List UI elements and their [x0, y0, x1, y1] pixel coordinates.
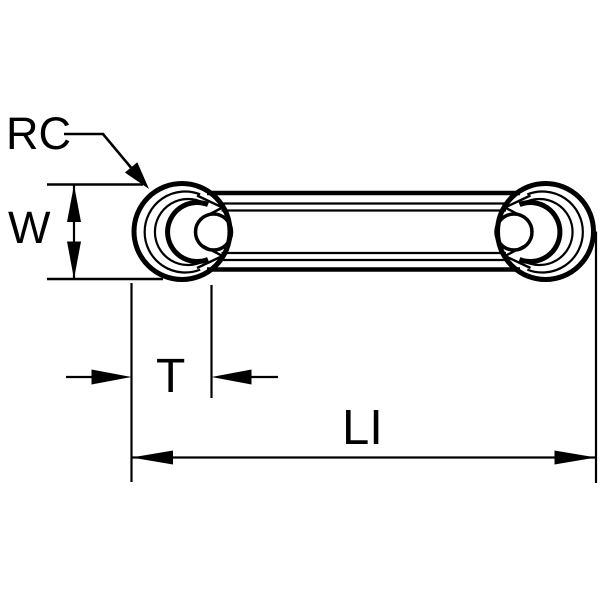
- w-arrowhead-up: [67, 185, 81, 222]
- rc-leader: RC: [6, 108, 149, 189]
- rc-leader-arrowhead: [124, 162, 149, 189]
- w-arrowhead-down: [67, 241, 81, 279]
- li-arrowhead-right: [554, 450, 596, 465]
- t-arrowhead-left: [91, 369, 132, 385]
- right-end: [496, 184, 594, 280]
- rc-leader-line: [64, 132, 134, 171]
- label-thickness: T: [156, 350, 185, 403]
- insert-body: [134, 184, 594, 280]
- label-corner-radius: RC: [6, 108, 71, 159]
- left-end: [134, 184, 232, 280]
- t-dimension: T: [66, 283, 278, 482]
- label-width: W: [8, 202, 51, 253]
- label-length: LI: [342, 401, 383, 455]
- t-arrowhead-right: [211, 369, 252, 385]
- w-dimension: W: [8, 183, 163, 281]
- li-dimension: LI: [131, 231, 598, 483]
- li-arrowhead-left: [131, 450, 173, 465]
